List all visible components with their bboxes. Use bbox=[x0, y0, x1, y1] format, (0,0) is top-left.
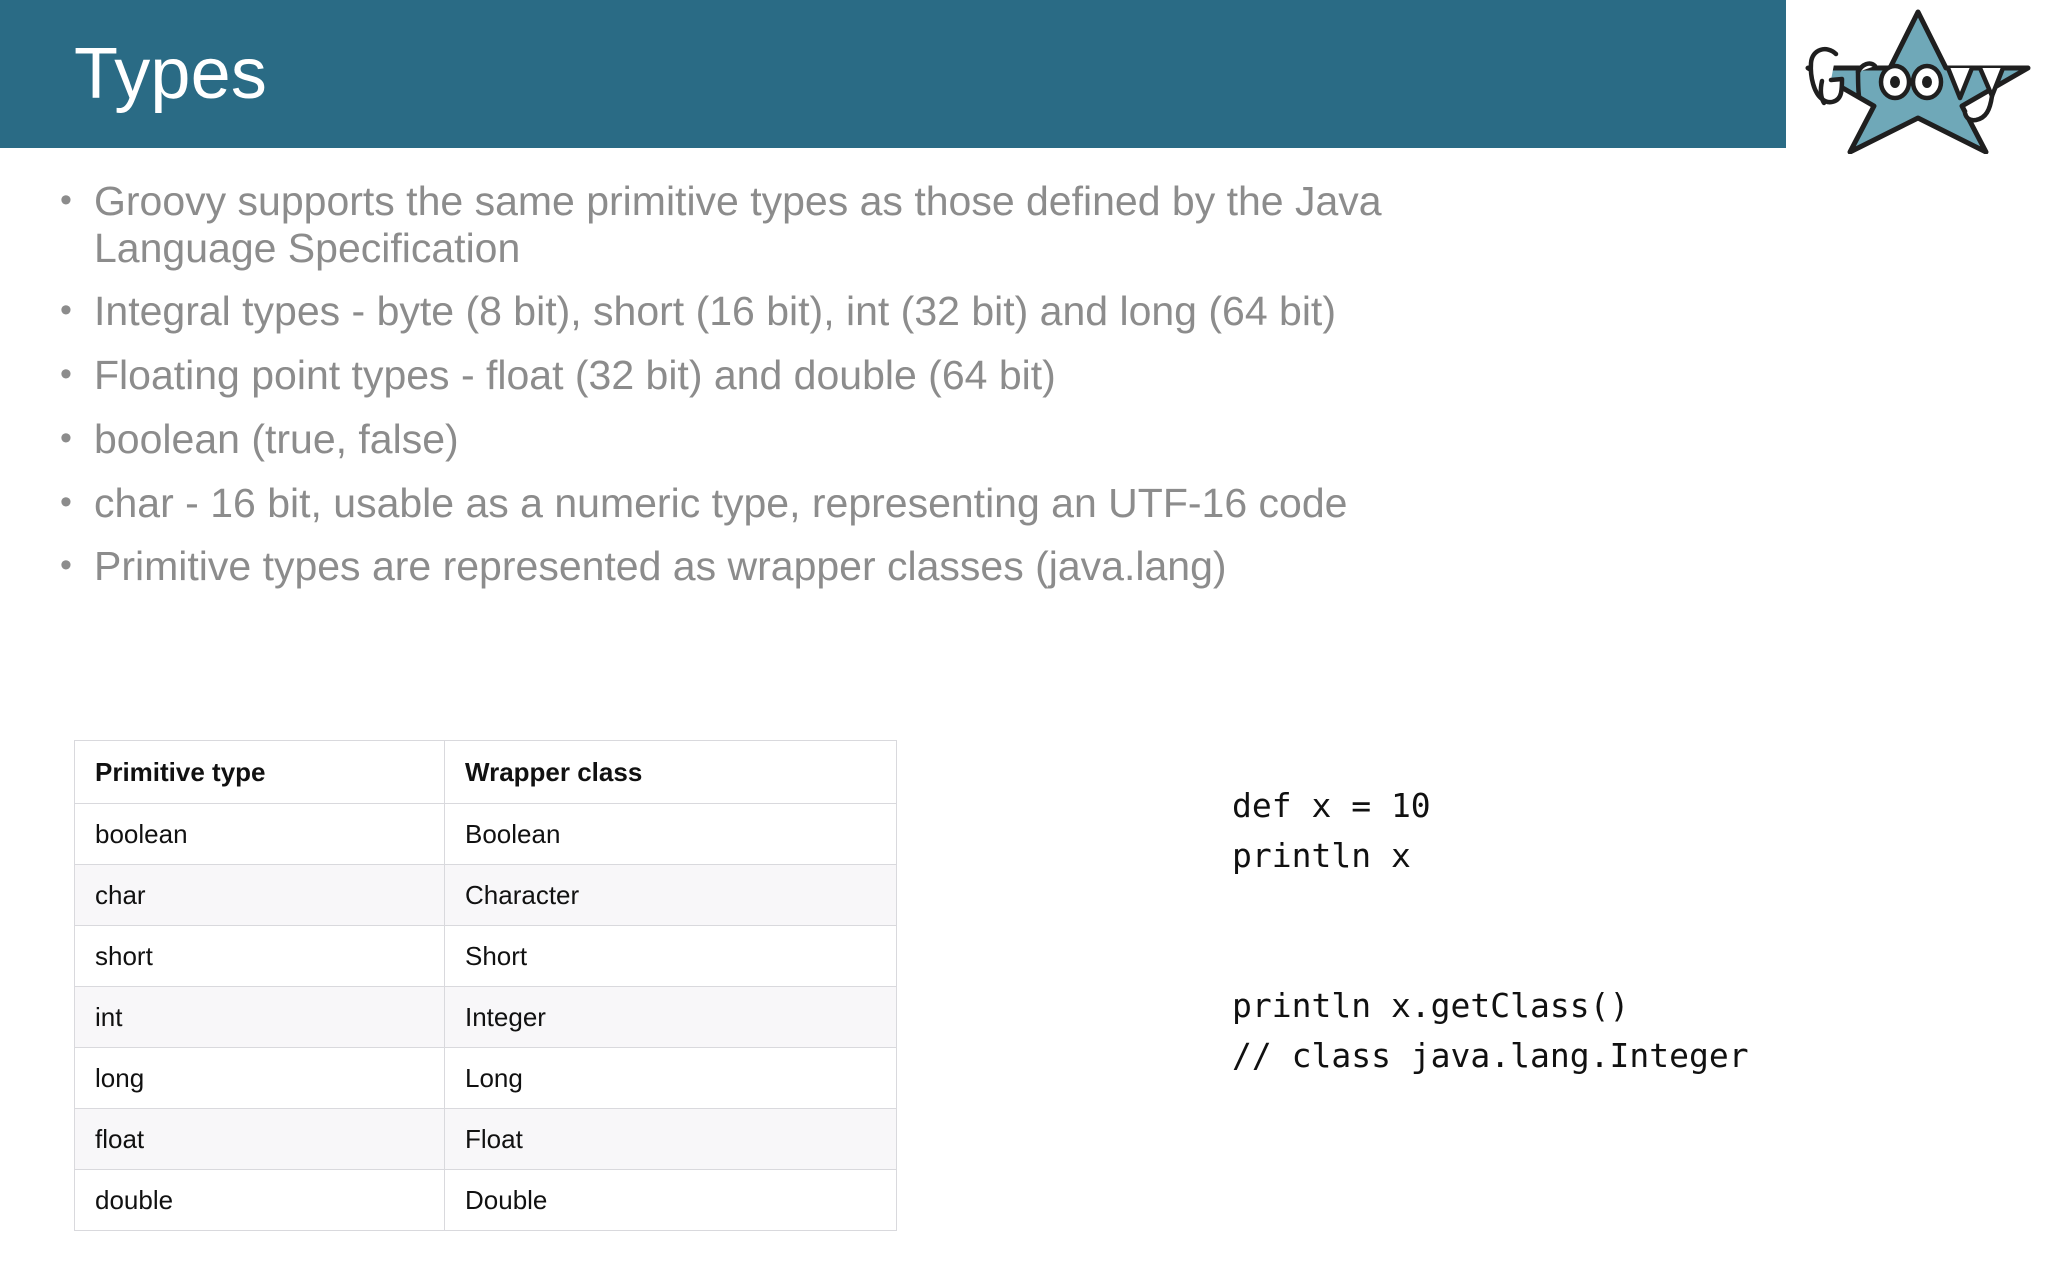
cell-wrapper-class: Double bbox=[444, 1169, 897, 1231]
cell-primitive-type: float bbox=[74, 1108, 445, 1170]
cell-wrapper-class: Long bbox=[444, 1047, 897, 1109]
table-row: double Double bbox=[74, 1169, 897, 1231]
bullet-marker-icon: • bbox=[60, 355, 72, 394]
list-item: • char - 16 bit, usable as a numeric typ… bbox=[56, 480, 2016, 527]
bullet-marker-icon: • bbox=[60, 418, 72, 457]
bullet-marker-icon: • bbox=[60, 181, 72, 219]
bullet-marker-icon: • bbox=[60, 291, 72, 330]
list-item: • Floating point types - float (32 bit) … bbox=[56, 352, 2016, 399]
cell-wrapper-class: Character bbox=[444, 864, 897, 926]
column-header-wrapper-class: Wrapper class bbox=[444, 740, 897, 804]
code-sample: def x = 10 println x println x.getClass(… bbox=[1232, 786, 1749, 1075]
table-row: long Long bbox=[74, 1047, 897, 1109]
cell-primitive-type: double bbox=[74, 1169, 445, 1231]
cell-wrapper-class: Float bbox=[444, 1108, 897, 1170]
bullet-marker-icon: • bbox=[60, 482, 72, 521]
bullet-text: Primitive types are represented as wrapp… bbox=[94, 543, 1227, 590]
bullet-text: Groovy supports the same primitive types… bbox=[94, 178, 1382, 271]
table-row: int Integer bbox=[74, 986, 897, 1048]
table-row: short Short bbox=[74, 925, 897, 987]
cell-primitive-type: int bbox=[74, 986, 445, 1048]
cell-primitive-type: boolean bbox=[74, 803, 445, 865]
table-row: float Float bbox=[74, 1108, 897, 1170]
cell-wrapper-class: Boolean bbox=[444, 803, 897, 865]
list-item: • Integral types - byte (8 bit), short (… bbox=[56, 288, 2016, 335]
logo-wordmark bbox=[1808, 46, 2006, 123]
list-item: • Primitive types are represented as wra… bbox=[56, 543, 2016, 590]
list-item: • boolean (true, false) bbox=[56, 416, 2016, 463]
cell-primitive-type: char bbox=[74, 864, 445, 926]
column-header-primitive-type: Primitive type bbox=[74, 740, 445, 804]
cell-primitive-type: long bbox=[74, 1047, 445, 1109]
groovy-logo bbox=[1796, 2, 2040, 154]
bullet-text: Floating point types - float (32 bit) an… bbox=[94, 352, 1056, 399]
table-header-row: Primitive type Wrapper class bbox=[74, 740, 897, 804]
cell-primitive-type: short bbox=[74, 925, 445, 987]
bullet-marker-icon: • bbox=[60, 546, 72, 585]
slide-header-bar bbox=[0, 0, 1786, 148]
cell-wrapper-class: Short bbox=[444, 925, 897, 987]
page-title: Types bbox=[74, 34, 268, 114]
bullet-text: char - 16 bit, usable as a numeric type,… bbox=[94, 479, 1348, 526]
primitive-wrapper-table: Primitive type Wrapper class boolean Boo… bbox=[74, 740, 897, 1231]
bullet-list: • Groovy supports the same primitive typ… bbox=[56, 178, 2016, 607]
list-item: • Groovy supports the same primitive typ… bbox=[56, 178, 2016, 271]
bullet-text: boolean (true, false) bbox=[94, 415, 459, 462]
bullet-text: Integral types - byte (8 bit), short (16… bbox=[94, 288, 1336, 335]
table-row: boolean Boolean bbox=[74, 803, 897, 865]
table-row: char Character bbox=[74, 864, 897, 926]
cell-wrapper-class: Integer bbox=[444, 986, 897, 1048]
